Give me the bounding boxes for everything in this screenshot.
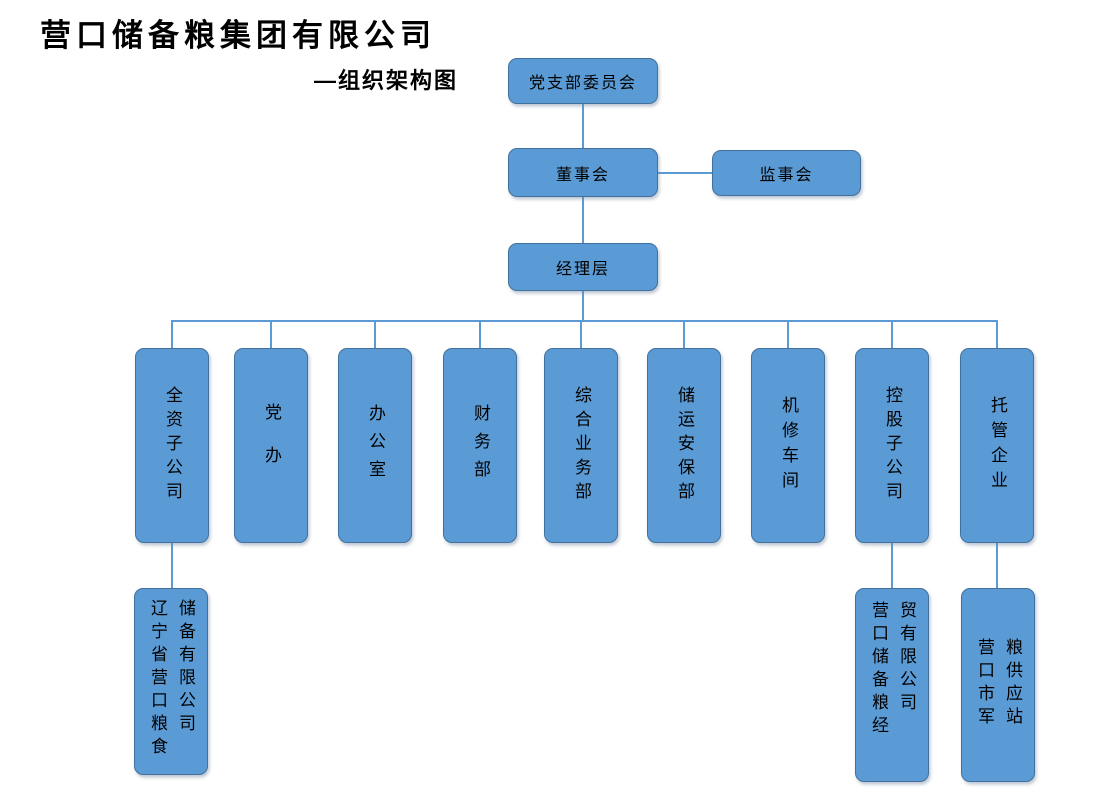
connector-board-to-management	[582, 196, 584, 243]
page-title: 营口储备粮集团有限公司	[40, 18, 436, 53]
node-dept-party-office: 党办	[234, 348, 308, 543]
connector-stub-4	[479, 320, 481, 348]
node-dept-label: 综合业务部	[572, 385, 591, 506]
node-dept-storage-security: 储运安保部	[647, 348, 721, 543]
node-dept-label: 储运安保部	[675, 385, 694, 506]
node-sub-liaoning-yingkou-grain-reserve: 辽宁省营口粮食储备有限公司	[134, 588, 208, 775]
node-dept-label: 托管企业	[988, 395, 1007, 496]
connector-dept9-to-sub	[996, 543, 998, 588]
connector-stub-5	[580, 320, 582, 348]
node-sub-yingkou-grain-trade: 营口储备粮经贸有限公司	[855, 588, 929, 782]
node-dept-label: 党办	[262, 402, 281, 489]
node-board-label: 董事会	[555, 166, 610, 184]
node-sub-yingkou-military-grain-station: 营口市军粮供应站	[961, 588, 1035, 782]
node-dept-label: 全资子公司	[163, 385, 182, 506]
connector-party-to-board	[582, 102, 584, 148]
connector-stub-6	[683, 320, 685, 348]
connector-board-to-supervisory	[657, 172, 712, 174]
page-subtitle: —组织架构图	[314, 68, 459, 93]
node-dept-label: 办公室	[366, 403, 385, 488]
node-dept-entrusted-enterprise: 托管企业	[960, 348, 1034, 543]
node-supervisory-board: 监事会	[712, 150, 861, 196]
node-dept-finance: 财务部	[443, 348, 517, 543]
node-management-label: 经理层	[555, 261, 610, 278]
node-dept-label: 财务部	[471, 403, 490, 488]
connector-stub-8	[891, 320, 893, 348]
connector-stub-2	[270, 320, 272, 348]
node-dept-holding-subsidiary: 控股子公司	[855, 348, 929, 543]
node-sub-label: 营口储备粮经贸有限公司	[869, 601, 916, 739]
node-dept-label: 机修车间	[779, 395, 798, 496]
node-dept-machine-repair-workshop: 机修车间	[751, 348, 825, 543]
connector-stub-7	[787, 320, 789, 348]
node-management: 经理层	[508, 243, 658, 291]
connector-bus	[171, 320, 997, 322]
node-dept-label: 控股子公司	[883, 385, 902, 506]
connector-stub-3	[374, 320, 376, 348]
node-dept-comprehensive-business: 综合业务部	[544, 348, 618, 543]
node-sub-label: 辽宁省营口粮食储备有限公司	[148, 599, 195, 760]
node-party-committee: 党支部委员会	[508, 58, 658, 104]
node-supervisory-board-label: 监事会	[759, 167, 814, 184]
node-sub-label: 营口市军粮供应站	[975, 638, 1022, 730]
node-dept-wholly-owned-subsidiary: 全资子公司	[135, 348, 209, 543]
connector-management-to-bus	[582, 291, 584, 320]
node-dept-general-office: 办公室	[338, 348, 412, 543]
node-party-committee-label: 党支部委员会	[528, 75, 637, 92]
connector-dept1-to-sub	[171, 543, 173, 588]
connector-stub-9	[996, 320, 998, 348]
node-board: 董事会	[508, 148, 658, 197]
connector-stub-1	[171, 320, 173, 348]
connector-dept8-to-sub	[891, 543, 893, 588]
